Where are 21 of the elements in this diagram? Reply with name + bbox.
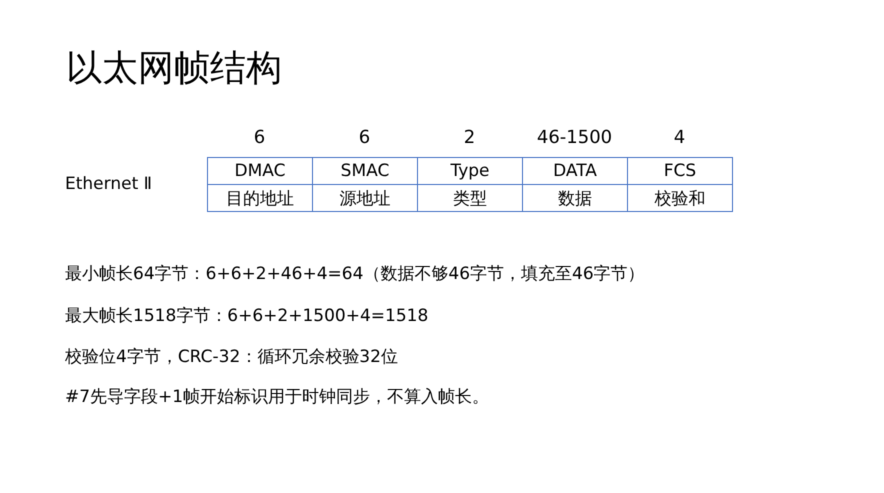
slide-title: 以太网帧结构 — [66, 47, 282, 91]
byte-count: 46-1500 — [536, 127, 614, 148]
byte-count: 6 — [252, 127, 266, 148]
byte-count: 2 — [462, 127, 476, 148]
field-desc-cell: 目的地址 — [208, 184, 312, 212]
note-text: 校验位4字节，CRC-32：循环冗余校验32位 — [65, 346, 398, 368]
note-text: #7先导字段+1帧开始标识用于时钟同步，不算入帧长。 — [65, 386, 490, 408]
note-text: 最大帧长1518字节：6+6+2+1500+4=1518 — [65, 305, 428, 327]
field-desc-cell: 类型 — [418, 184, 522, 212]
field-desc-cell: 源地址 — [312, 184, 418, 212]
field-desc-cell: 校验和 — [628, 184, 732, 212]
field-name-cell: SMAC — [312, 158, 418, 184]
field-desc-cell: 数据 — [522, 184, 628, 212]
field-name-cell: Type — [418, 158, 522, 184]
row-label: Ethernet Ⅱ — [65, 174, 152, 194]
note-text: 最小帧长64字节：6+6+2+46+4=64（数据不够46字节，填充至46字节） — [65, 263, 645, 285]
field-name-cell: DMAC — [208, 158, 312, 184]
field-name-cell: DATA — [522, 158, 628, 184]
byte-count: 4 — [672, 127, 686, 148]
field-name-cell: FCS — [628, 158, 732, 184]
byte-count: 6 — [358, 127, 372, 148]
